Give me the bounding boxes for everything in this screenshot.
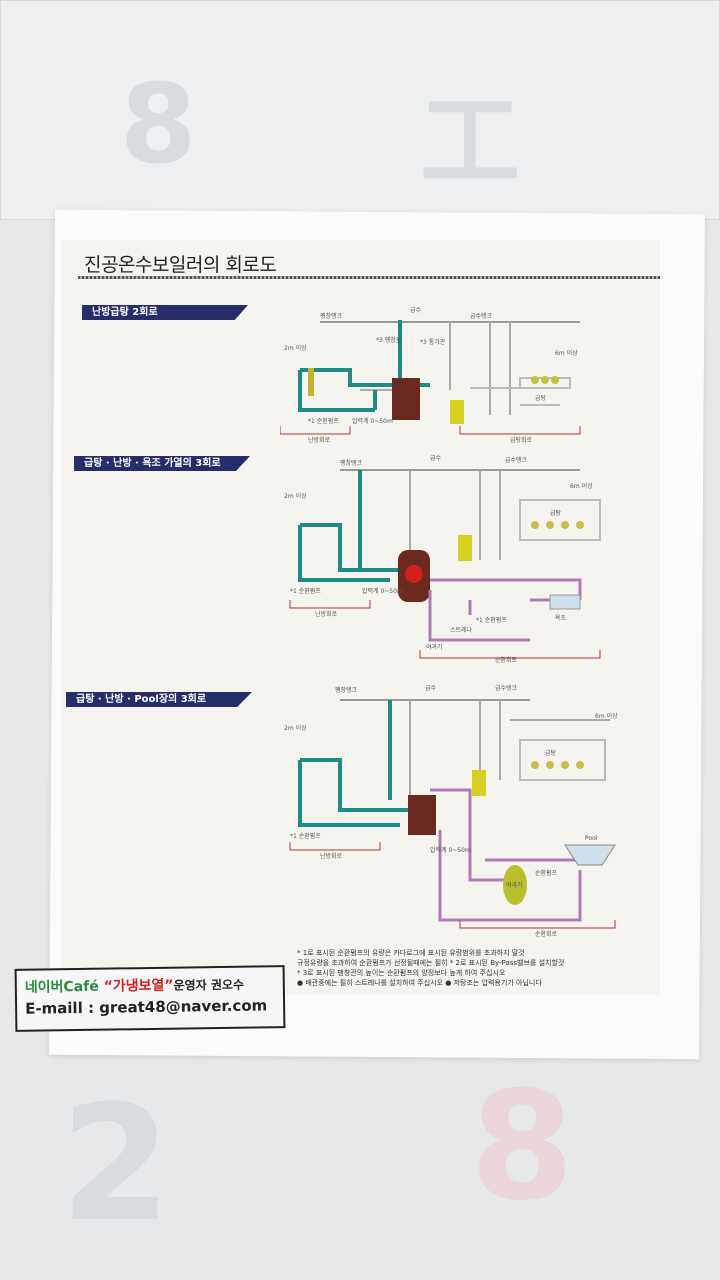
section-banner-2: 급탕 · 난방 · 욕조 가열의 3회로: [74, 456, 250, 471]
diagram-label: 6m 이상: [555, 349, 578, 357]
title-rule: [78, 276, 660, 279]
diagram-label: 난방회로: [315, 610, 338, 618]
cafe-info-box: 네이버Café “가냉보열”운영자 권오수 E-maill : great48@…: [14, 965, 286, 1032]
operator-label: 운영자 권오수: [173, 977, 245, 993]
notes: * 1로 표시된 순환펌프의 유량은 카다로그에 표시된 유량범위를 초과하지 …: [297, 948, 662, 988]
filter-label: 여과기: [506, 881, 523, 889]
diagram-label: 순환펌프: [535, 869, 558, 877]
background-paper: [0, 0, 720, 220]
diagram-label: 급탕: [545, 750, 557, 757]
section-banner-1: 난방급탕 2회로: [82, 305, 248, 320]
section-banner-3: 급탕 · 난방 · Pool장의 3회로: [66, 692, 252, 707]
diagram-label: 난방회로: [308, 436, 331, 444]
circuit-diagram-1: 급수 팽창탱크 급수탱크 2m 이상 6m 이상 *3 팽창관 *3 통기관 *…: [280, 307, 581, 444]
pressure-gauge-label: 압력계 0~50m: [430, 846, 471, 854]
diagram-label: 6m 이상: [570, 482, 593, 490]
diagram-label: 급탕회로: [510, 436, 533, 444]
diagram-label: 2m 이상: [284, 492, 307, 500]
pump-label: *1 순환펌프: [290, 832, 321, 840]
expansion-pipe-label: *3 팽창관: [376, 336, 402, 344]
diagram-label: 급수탱크: [470, 313, 493, 320]
diagram-label: 급탕: [535, 395, 547, 402]
diagram-label: 2m 이상: [284, 724, 307, 732]
diagram-label: 급수: [425, 685, 437, 692]
diagram-label: 팽창탱크: [340, 459, 363, 467]
background-print: 工: [420, 83, 520, 200]
diagram-label: 급수탱크: [495, 685, 518, 692]
diagram-label: 팽창탱크: [320, 312, 343, 320]
diagram-label: 스트레나: [450, 626, 473, 634]
diagram-label: 난방회로: [320, 852, 343, 860]
pressure-gauge-label: 압력계 0~50m: [362, 587, 403, 595]
diagram-label: 6m 이상: [595, 712, 618, 720]
diagram-label: 급수: [410, 307, 422, 314]
pump-label: *1 순환펌프: [476, 616, 507, 624]
vent-pipe-label: *3 통기관: [420, 338, 446, 346]
diagram-label: 급탕: [550, 510, 562, 517]
diagram-label: 순환회로: [535, 930, 558, 938]
cafe-name: “가냉보열”: [103, 977, 174, 995]
background-print: 8: [120, 60, 197, 188]
circuit-diagram-2: 급수 팽창탱크 급수탱크 2m 이상 6m 이상 *1 순환펌프 압력계 0~5…: [284, 455, 601, 664]
diagram-label: 욕조: [555, 615, 567, 622]
diagram-label: 2m 이상: [284, 344, 307, 352]
filter-label: 여과기: [426, 643, 443, 651]
note-line: ● 배관중에는 필히 스트레나를 설치하여 주십시오 ● 저탕조는 압력용기가 …: [297, 979, 542, 987]
note-line: * 3로 표시된 팽창관의 높이는 순환펌프의 양정보다 높게 하여 주십시오: [297, 969, 506, 977]
email-text: E-maill : great48@naver.com: [25, 996, 268, 1018]
circuit-diagram-3: 급수 팽창탱크 급수탱크 2m 이상 6m 이상 *1 순환펌프 압력계 0~5…: [284, 685, 618, 938]
pressure-gauge-label: 압력계 0~50m: [352, 417, 393, 425]
content-panel: [62, 240, 660, 995]
diagram-label: 순환회로: [495, 656, 518, 664]
diagram-label: 팽창탱크: [335, 686, 358, 694]
naver-cafe-label: 네이버Café: [24, 978, 99, 996]
page-title: 진공온수보일러의 회로도: [84, 254, 277, 276]
diagram-label: 급수: [430, 455, 442, 462]
diagram-label: 급수탱크: [505, 457, 528, 464]
pump-label: *1 순환펌프: [290, 587, 321, 595]
note-line: 규정유량을 초과하여 순환펌프가 선정될때에는 필히 * 2로 표시된 By-P…: [297, 959, 565, 967]
diagram-label: Pool: [585, 835, 598, 842]
note-line: * 1로 표시된 순환펌프의 유량은 카다로그에 표시된 유량범위를 초과하지 …: [297, 949, 525, 957]
background-print: 2: [60, 1070, 172, 1257]
background-print: 8: [470, 1060, 575, 1234]
pump-label: *1 순환펌프: [308, 417, 339, 425]
